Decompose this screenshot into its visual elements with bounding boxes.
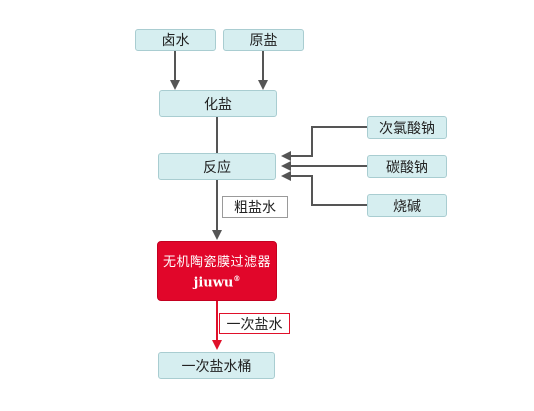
arrow-chlorate-to-reaction bbox=[281, 126, 367, 161]
node-reaction: 反应 bbox=[158, 153, 276, 180]
registered-mark: ® bbox=[233, 274, 241, 284]
membrane-filter: 无机陶瓷膜过滤器 jiuwu® bbox=[157, 241, 277, 301]
node-sodium-carbonate: 碳酸钠 bbox=[367, 155, 447, 178]
filter-title: 无机陶瓷膜过滤器 bbox=[162, 255, 271, 271]
node-brine: 卤水 bbox=[135, 29, 216, 51]
filter-brand-name: jiuwu bbox=[193, 275, 234, 291]
node-raw-salt: 原盐 bbox=[223, 29, 304, 51]
arrow-caustic-to-reaction bbox=[281, 171, 367, 206]
label-crude-brine: 粗盐水 bbox=[222, 196, 288, 218]
filter-brand: jiuwu® bbox=[194, 274, 241, 290]
node-primary-brine-tank: 一次盐水桶 bbox=[158, 352, 275, 379]
node-caustic-soda: 烧碱 bbox=[367, 194, 447, 217]
node-dissolve-salt: 化盐 bbox=[159, 90, 277, 117]
label-primary-brine: 一次盐水 bbox=[219, 313, 290, 334]
node-sodium-chlorate: 次氯酸钠 bbox=[367, 116, 447, 139]
